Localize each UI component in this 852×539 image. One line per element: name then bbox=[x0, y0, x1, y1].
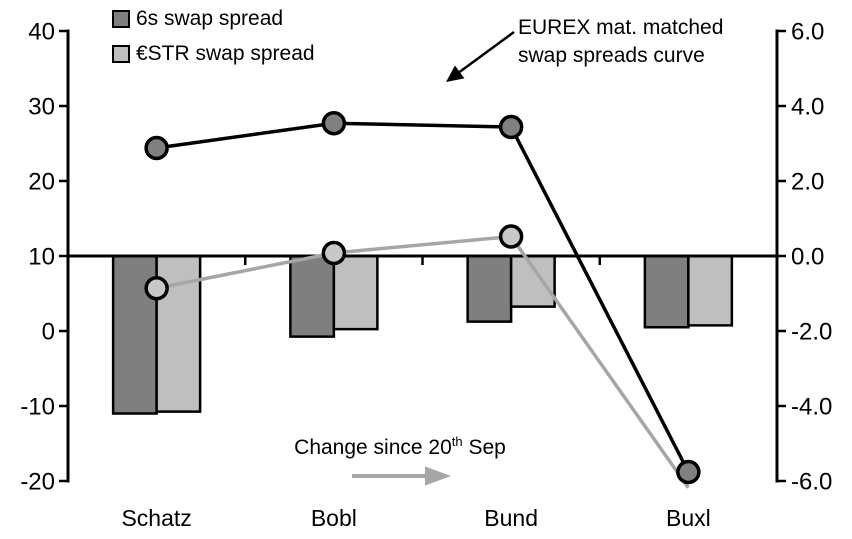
curve-annotation-arrow-head bbox=[446, 65, 465, 82]
legend-item-estr: €STR swap spread bbox=[112, 41, 315, 67]
left-axis-tick-label: 10 bbox=[28, 244, 55, 271]
right-axis-tick-label: -6.0 bbox=[791, 469, 832, 496]
left-axis-tick-label: -20 bbox=[20, 469, 55, 496]
curve-annotation-line1: EUREX mat. matched bbox=[518, 16, 724, 39]
x-axis-category-label: Bund bbox=[484, 505, 538, 531]
bar-6s-bund bbox=[466, 254, 513, 323]
right-axis-tick-label: 4.0 bbox=[791, 94, 824, 121]
marker-estr-bund bbox=[498, 224, 524, 249]
x-axis-category-label: Schatz bbox=[121, 505, 191, 531]
left-axis-tick-label: 0 bbox=[42, 319, 55, 346]
curve-annotation-line2: swap spreads curve bbox=[518, 44, 705, 67]
legend-item-6s: 6s swap spread bbox=[112, 6, 315, 32]
left-axis-tick-label: 40 bbox=[28, 19, 55, 46]
change-annotation: Change since 20th Sep bbox=[245, 434, 555, 460]
legend-swatch-6s-icon bbox=[112, 10, 130, 28]
change-annotation-sup: th bbox=[451, 434, 463, 449]
legend-label-6s: 6s swap spread bbox=[136, 7, 284, 30]
bar-6s-bobl bbox=[289, 254, 336, 338]
right-axis-tick-label: 6.0 bbox=[791, 19, 824, 46]
curve-annotation-arrow-shaft bbox=[458, 30, 515, 73]
change-annotation-arrow-head bbox=[425, 466, 451, 486]
bar-estr-bobl bbox=[332, 254, 379, 331]
x-axis-category-label: Bobl bbox=[311, 505, 357, 531]
right-axis-tick-label: -4.0 bbox=[791, 394, 832, 421]
bar-6s-buxl bbox=[643, 254, 690, 329]
legend: 6s swap spread €STR swap spread bbox=[112, 6, 315, 67]
legend-label-estr: €STR swap spread bbox=[136, 42, 315, 65]
bar-estr-buxl bbox=[687, 254, 734, 327]
right-axis-tick-label: 0.0 bbox=[791, 244, 824, 271]
line-6s bbox=[156, 121, 690, 473]
legend-swatch-estr-icon bbox=[112, 45, 130, 63]
left-axis-tick-label: -10 bbox=[20, 394, 55, 421]
marker-estr-bobl bbox=[321, 240, 347, 266]
change-annotation-suffix: Sep bbox=[462, 436, 506, 459]
right-axis-tick-label: 2.0 bbox=[791, 169, 824, 196]
marker-estr-schatz bbox=[144, 276, 169, 301]
marker-6s-bund bbox=[498, 114, 524, 140]
marker-6s-buxl bbox=[676, 459, 701, 485]
left-axis-tick-label: 30 bbox=[28, 94, 55, 121]
bar-estr-bund bbox=[509, 254, 556, 308]
right-axis-tick-label: -2.0 bbox=[791, 319, 832, 346]
line-estr bbox=[156, 234, 690, 489]
marker-6s-schatz bbox=[144, 135, 169, 161]
marker-6s-bobl bbox=[321, 111, 347, 136]
x-axis-category-label: Buxl bbox=[666, 505, 711, 531]
change-annotation-text: Change since 20 bbox=[294, 436, 452, 459]
curve-annotation: EUREX mat. matched swap spreads curve bbox=[518, 14, 723, 70]
left-axis-tick-label: 20 bbox=[28, 169, 55, 196]
